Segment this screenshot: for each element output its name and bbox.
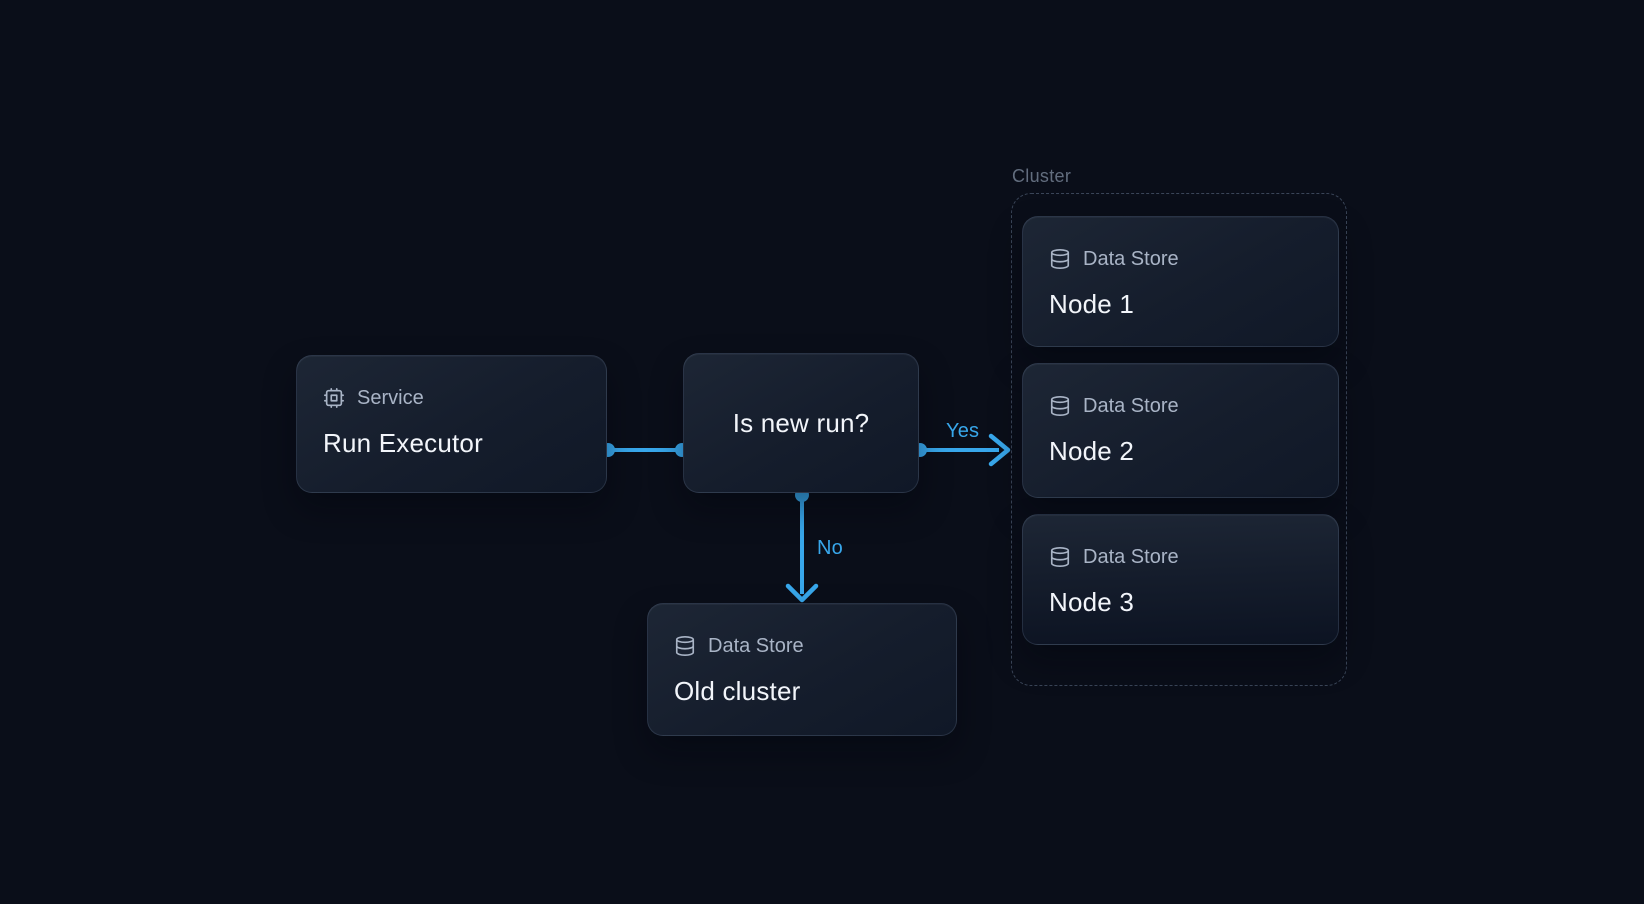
- node-2[interactable]: Data Store Node 2: [1022, 363, 1339, 498]
- node-title: Run Executor: [323, 428, 483, 458]
- edge-decision-to-old-cluster-no[interactable]: [785, 488, 819, 603]
- cluster-group[interactable]: Cluster Data Store Node 1 Da: [1011, 166, 1347, 686]
- node-type-label: Data Store: [708, 635, 804, 657]
- edge-label-no: No: [817, 537, 843, 559]
- node-run-executor[interactable]: Service Run Executor: [296, 355, 607, 493]
- database-icon: [1049, 248, 1071, 270]
- database-icon: [1049, 546, 1071, 568]
- node-title: Node 3: [1049, 587, 1135, 617]
- node-1[interactable]: Data Store Node 1: [1022, 216, 1339, 347]
- node-title: Old cluster: [674, 676, 801, 706]
- edge-service-to-decision[interactable]: [601, 443, 689, 457]
- cluster-group-label: Cluster: [1012, 166, 1072, 186]
- edge-label-yes: Yes: [946, 420, 980, 442]
- cpu-icon: [323, 387, 345, 409]
- database-icon: [674, 635, 696, 657]
- node-title: Is new run?: [732, 407, 870, 438]
- node-title: Node 1: [1049, 289, 1135, 319]
- node-type-label: Service: [357, 387, 424, 409]
- node-type-label: Data Store: [1083, 395, 1179, 417]
- node-type-label: Data Store: [1083, 248, 1179, 270]
- node-type-label: Data Store: [1083, 546, 1179, 568]
- node-3[interactable]: Data Store Node 3: [1022, 514, 1339, 645]
- node-title: Node 2: [1049, 436, 1135, 466]
- node-is-new-run[interactable]: Is new run?: [683, 353, 919, 493]
- node-old-cluster[interactable]: Data Store Old cluster: [647, 603, 957, 736]
- database-icon: [1049, 395, 1071, 417]
